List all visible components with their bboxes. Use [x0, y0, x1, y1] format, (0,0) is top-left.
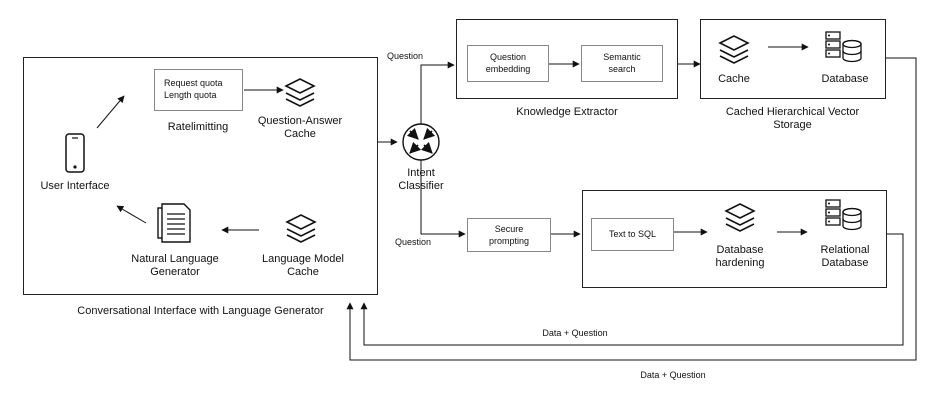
data-question-label-2: Data + Question	[640, 370, 706, 380]
semantic-search-label-2: search	[608, 64, 636, 74]
return-path-relational	[360, 233, 904, 346]
semantic-search-box	[581, 45, 663, 82]
data-question-label-1: Data + Question	[542, 328, 608, 338]
question-embedding-label-1: Question	[489, 52, 527, 62]
database-icon-vector	[825, 31, 862, 63]
knowledge-extractor-panel	[456, 19, 678, 99]
nlg-label-2: Generator	[150, 266, 200, 278]
db-hardening-label-1: Database	[716, 244, 764, 256]
database-icon-relational	[825, 199, 862, 231]
intent-classifier-label-2: Classifier	[398, 180, 444, 192]
qa-cache-label-2: Cache	[284, 128, 316, 140]
knowledge-extractor-title: Knowledge Extractor	[516, 106, 618, 118]
lm-cache-label-1: Language Model	[262, 253, 344, 265]
text-to-sql-label: Text to SQL	[608, 229, 657, 239]
document-icon	[157, 203, 191, 243]
question-embedding-box	[467, 45, 549, 82]
intent-classifier-label-1: Intent	[407, 167, 435, 179]
layers-icon-qa-cache	[284, 78, 316, 107]
vector-storage-panel	[700, 19, 886, 99]
question-edge-label-top: Question	[386, 51, 424, 61]
arrow-ui-to-ratelimit	[96, 95, 125, 129]
sql-panel	[582, 190, 887, 288]
qa-cache-label-1: Question-Answer	[257, 115, 343, 127]
db-hardening-label-2: hardening	[715, 257, 765, 269]
secure-prompting-label-1: Secure	[494, 224, 524, 234]
semantic-search-label-1: Semantic	[603, 52, 641, 62]
vector-storage-title-1: Cached Hierarchical Vector	[725, 106, 860, 118]
text-to-sql-box	[591, 218, 674, 251]
request-quota-label: Request quota	[164, 78, 223, 88]
return-path-vector	[346, 57, 917, 361]
conversational-panel-title: Conversational Interface with Language G…	[77, 305, 324, 317]
database-label: Database	[821, 73, 869, 85]
cache-label: Cache	[718, 73, 750, 85]
arrow-intent-to-knowledge	[420, 61, 455, 124]
vector-storage-title-2: Storage	[773, 119, 812, 131]
quota-box	[154, 69, 243, 111]
relational-db-label-2: Database	[821, 257, 869, 269]
layers-icon-lm-cache	[285, 214, 317, 243]
router-icon	[402, 123, 440, 161]
lm-cache-label-2: Cache	[287, 266, 319, 278]
secure-prompting-box	[467, 218, 551, 252]
question-embedding-label-2: embedding	[485, 64, 531, 74]
arrow-nlg-to-ui	[116, 205, 147, 224]
phone-icon	[65, 133, 85, 173]
nlg-label-1: Natural Language	[131, 253, 219, 265]
layers-icon-vector-cache	[718, 35, 750, 64]
layers-icon-db-hardening	[724, 203, 756, 232]
question-edge-label-bottom: Question	[394, 237, 432, 247]
secure-prompting-label-2: prompting	[488, 236, 530, 246]
relational-db-label-1: Relational	[820, 244, 870, 256]
user-interface-label: User Interface	[40, 180, 110, 192]
ratelimitting-label: Ratelimitting	[167, 121, 229, 133]
conversational-interface-panel	[23, 57, 378, 295]
arrow-intent-to-secure	[420, 160, 466, 238]
length-quota-label: Length quota	[164, 90, 217, 100]
